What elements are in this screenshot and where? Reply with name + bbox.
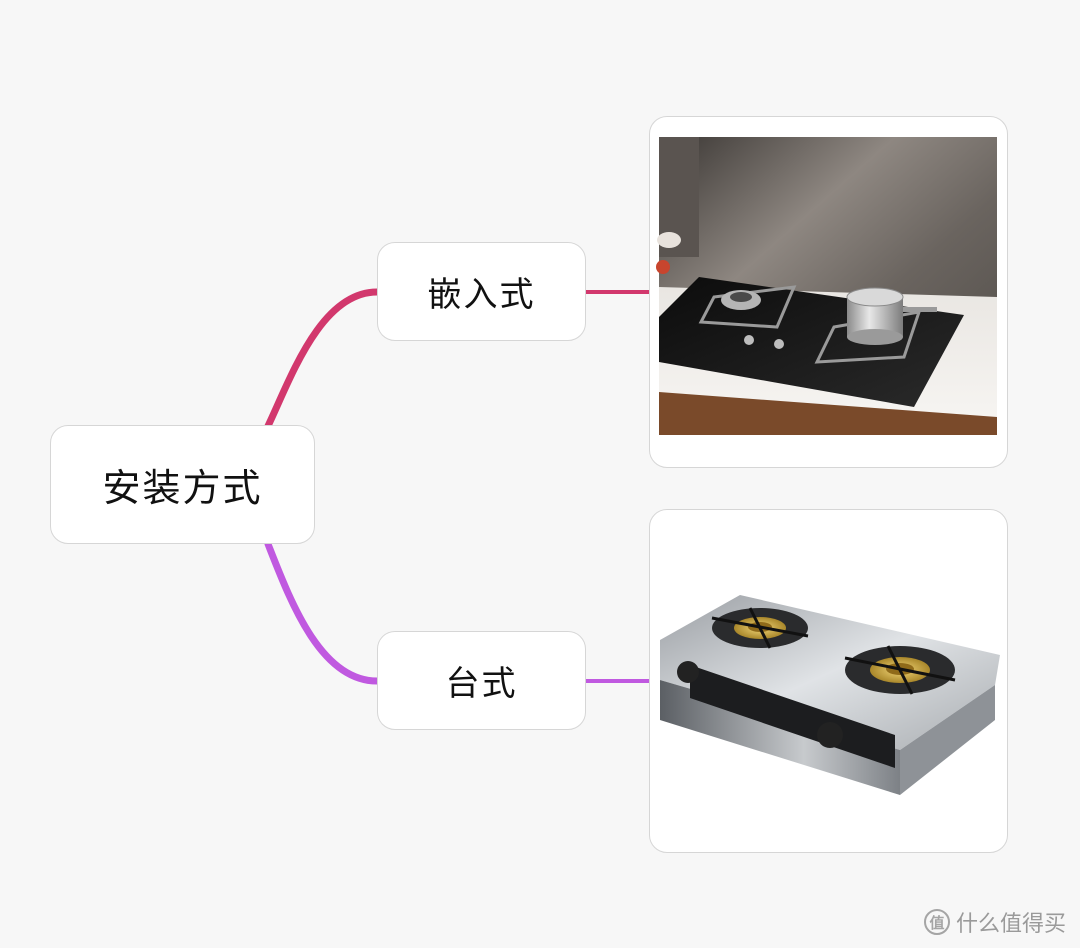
site-watermark: 值 什么值得买: [923, 906, 1066, 938]
watermark-logo-icon: 值: [923, 909, 950, 935]
branch-node-embedded[interactable]: 嵌入式: [377, 242, 586, 341]
countertop-stove-image: [660, 595, 1000, 795]
root-node-label: 安装方式: [102, 466, 263, 510]
root-node[interactable]: 安装方式: [50, 425, 315, 544]
embedded-stove-image-card[interactable]: [649, 116, 1008, 468]
branch-node-embedded-label: 嵌入式: [427, 275, 536, 315]
countertop-stove-image-card[interactable]: [649, 509, 1008, 853]
branch-node-countertop[interactable]: 台式: [377, 631, 586, 730]
watermark-text: 什么值得买: [955, 912, 1066, 937]
connector-root-to-embedded: [264, 288, 381, 430]
connector-root-to-countertop: [264, 540, 381, 685]
embedded-stove-image: [656, 137, 997, 435]
branch-node-countertop-label: 台式: [445, 664, 518, 704]
